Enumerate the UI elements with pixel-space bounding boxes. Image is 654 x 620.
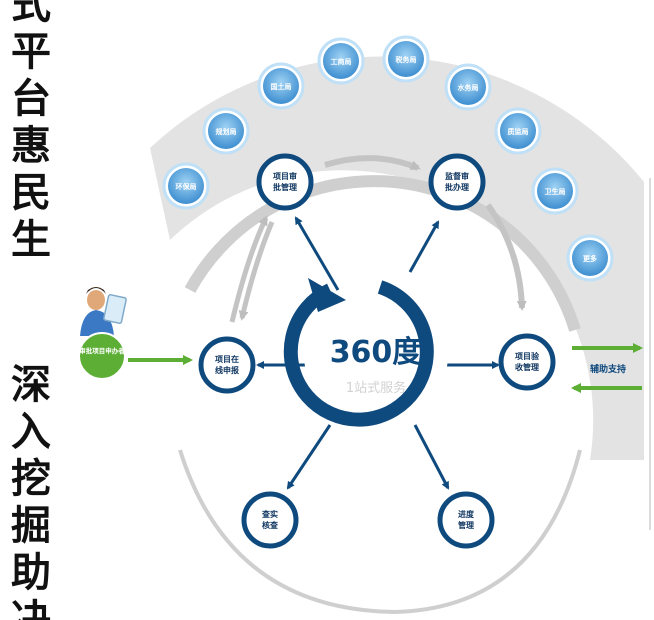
dept-label: 税务局 bbox=[396, 55, 417, 64]
slogan-char: 决 bbox=[11, 597, 51, 620]
dept-node-9[interactable]: 更多 bbox=[566, 234, 614, 282]
slogan-char: 民 bbox=[11, 170, 51, 216]
dept-node-3[interactable]: 国土局 bbox=[257, 62, 305, 110]
node-label-line: 监督审 bbox=[445, 171, 469, 181]
dept-label: 卫生局 bbox=[545, 187, 566, 196]
process-node-query[interactable]: 查实 核查 bbox=[241, 491, 299, 549]
process-node-monitor[interactable]: 监督审 批办理 bbox=[428, 153, 486, 211]
slogan-char: 惠 bbox=[11, 123, 51, 169]
node-label-line: 收管理 bbox=[515, 362, 539, 372]
dept-node-6[interactable]: 水务局 bbox=[444, 63, 492, 111]
process-node-declare[interactable]: 项目在 线申报 bbox=[198, 336, 256, 394]
node-label-line: 项目审 bbox=[273, 171, 297, 181]
flow-arrow-review-to-monitor bbox=[324, 155, 421, 171]
node-label-line: 批管理 bbox=[273, 182, 297, 192]
dept-label: 规划局 bbox=[216, 127, 237, 136]
node-label-line: 查实 bbox=[262, 509, 278, 519]
process-node-review[interactable]: 项目审 批管理 bbox=[256, 153, 314, 211]
center-title: 360度 bbox=[330, 335, 423, 370]
slogan-char: 入 bbox=[11, 409, 51, 455]
bottom-arc bbox=[178, 449, 582, 615]
center-subtitle: 1站式服务 bbox=[346, 380, 406, 396]
flow-arrow-declare-to-review bbox=[229, 215, 269, 323]
center-ring-arrowhead bbox=[308, 278, 346, 312]
node-label-line: 项目在 bbox=[215, 354, 239, 364]
node-label-line: 进度 bbox=[458, 509, 475, 519]
slogan-char: 挖 bbox=[11, 456, 51, 502]
flow-arrow-monitor-to-accept bbox=[485, 203, 527, 311]
applicant-badge[interactable]: 审批项目申办者 bbox=[78, 332, 126, 380]
dept-node-5[interactable]: 税务局 bbox=[382, 35, 430, 83]
center-hub: 360度 1站式服务 bbox=[283, 278, 448, 427]
dept-node-4[interactable]: 工商局 bbox=[317, 37, 365, 85]
slogan-char: 式 bbox=[11, 0, 51, 28]
dept-node-2[interactable]: 规划局 bbox=[202, 107, 250, 155]
process-node-progress[interactable]: 进度 管理 bbox=[437, 491, 495, 549]
applicant-person-icon bbox=[80, 287, 127, 336]
arrow-to-query bbox=[286, 424, 332, 490]
dept-label: 更多 bbox=[583, 254, 597, 263]
flow-arrow-review-to-declare bbox=[238, 221, 275, 321]
slogan-char: 助 bbox=[11, 550, 51, 596]
center-ring bbox=[283, 280, 434, 427]
slogan-char: 深 bbox=[11, 362, 51, 408]
arrow-to-review bbox=[294, 216, 340, 291]
arrow-to-progress bbox=[413, 424, 450, 490]
node-label-line: 项目验 bbox=[515, 351, 540, 361]
node-label-line: 核查 bbox=[262, 520, 279, 530]
dept-node-1[interactable]: 环保局 bbox=[162, 162, 210, 210]
dept-label: 国土局 bbox=[271, 82, 292, 91]
slogan-char: 生 bbox=[11, 217, 51, 263]
inner-arc bbox=[184, 175, 581, 332]
vertical-slogan-top: 式 平 台 惠 民 生 bbox=[0, 0, 62, 264]
node-label-line: 管理 bbox=[458, 520, 474, 530]
process-node-accept[interactable]: 项目验 收管理 bbox=[498, 333, 556, 391]
slogan-char: 掘 bbox=[11, 503, 51, 549]
dept-node-7[interactable]: 质监局 bbox=[494, 107, 542, 155]
dept-label: 水务局 bbox=[458, 83, 479, 92]
arrow-to-monitor bbox=[408, 220, 440, 273]
dept-label: 工商局 bbox=[331, 57, 352, 66]
applicant-badge-label: 审批项目申办者 bbox=[79, 346, 125, 355]
node-label-line: 线申报 bbox=[215, 365, 239, 375]
slogan-char: 台 bbox=[11, 76, 51, 122]
vertical-slogan-bottom: 深 入 挖 掘 助 决 bbox=[0, 362, 62, 620]
node-label-line: 批办理 bbox=[445, 182, 469, 192]
dept-label: 质监局 bbox=[508, 127, 529, 136]
dept-label: 环保局 bbox=[176, 182, 197, 191]
support-label: 辅助支持 bbox=[590, 363, 626, 375]
dept-node-8[interactable]: 卫生局 bbox=[531, 167, 579, 215]
slogan-char: 平 bbox=[11, 29, 51, 75]
